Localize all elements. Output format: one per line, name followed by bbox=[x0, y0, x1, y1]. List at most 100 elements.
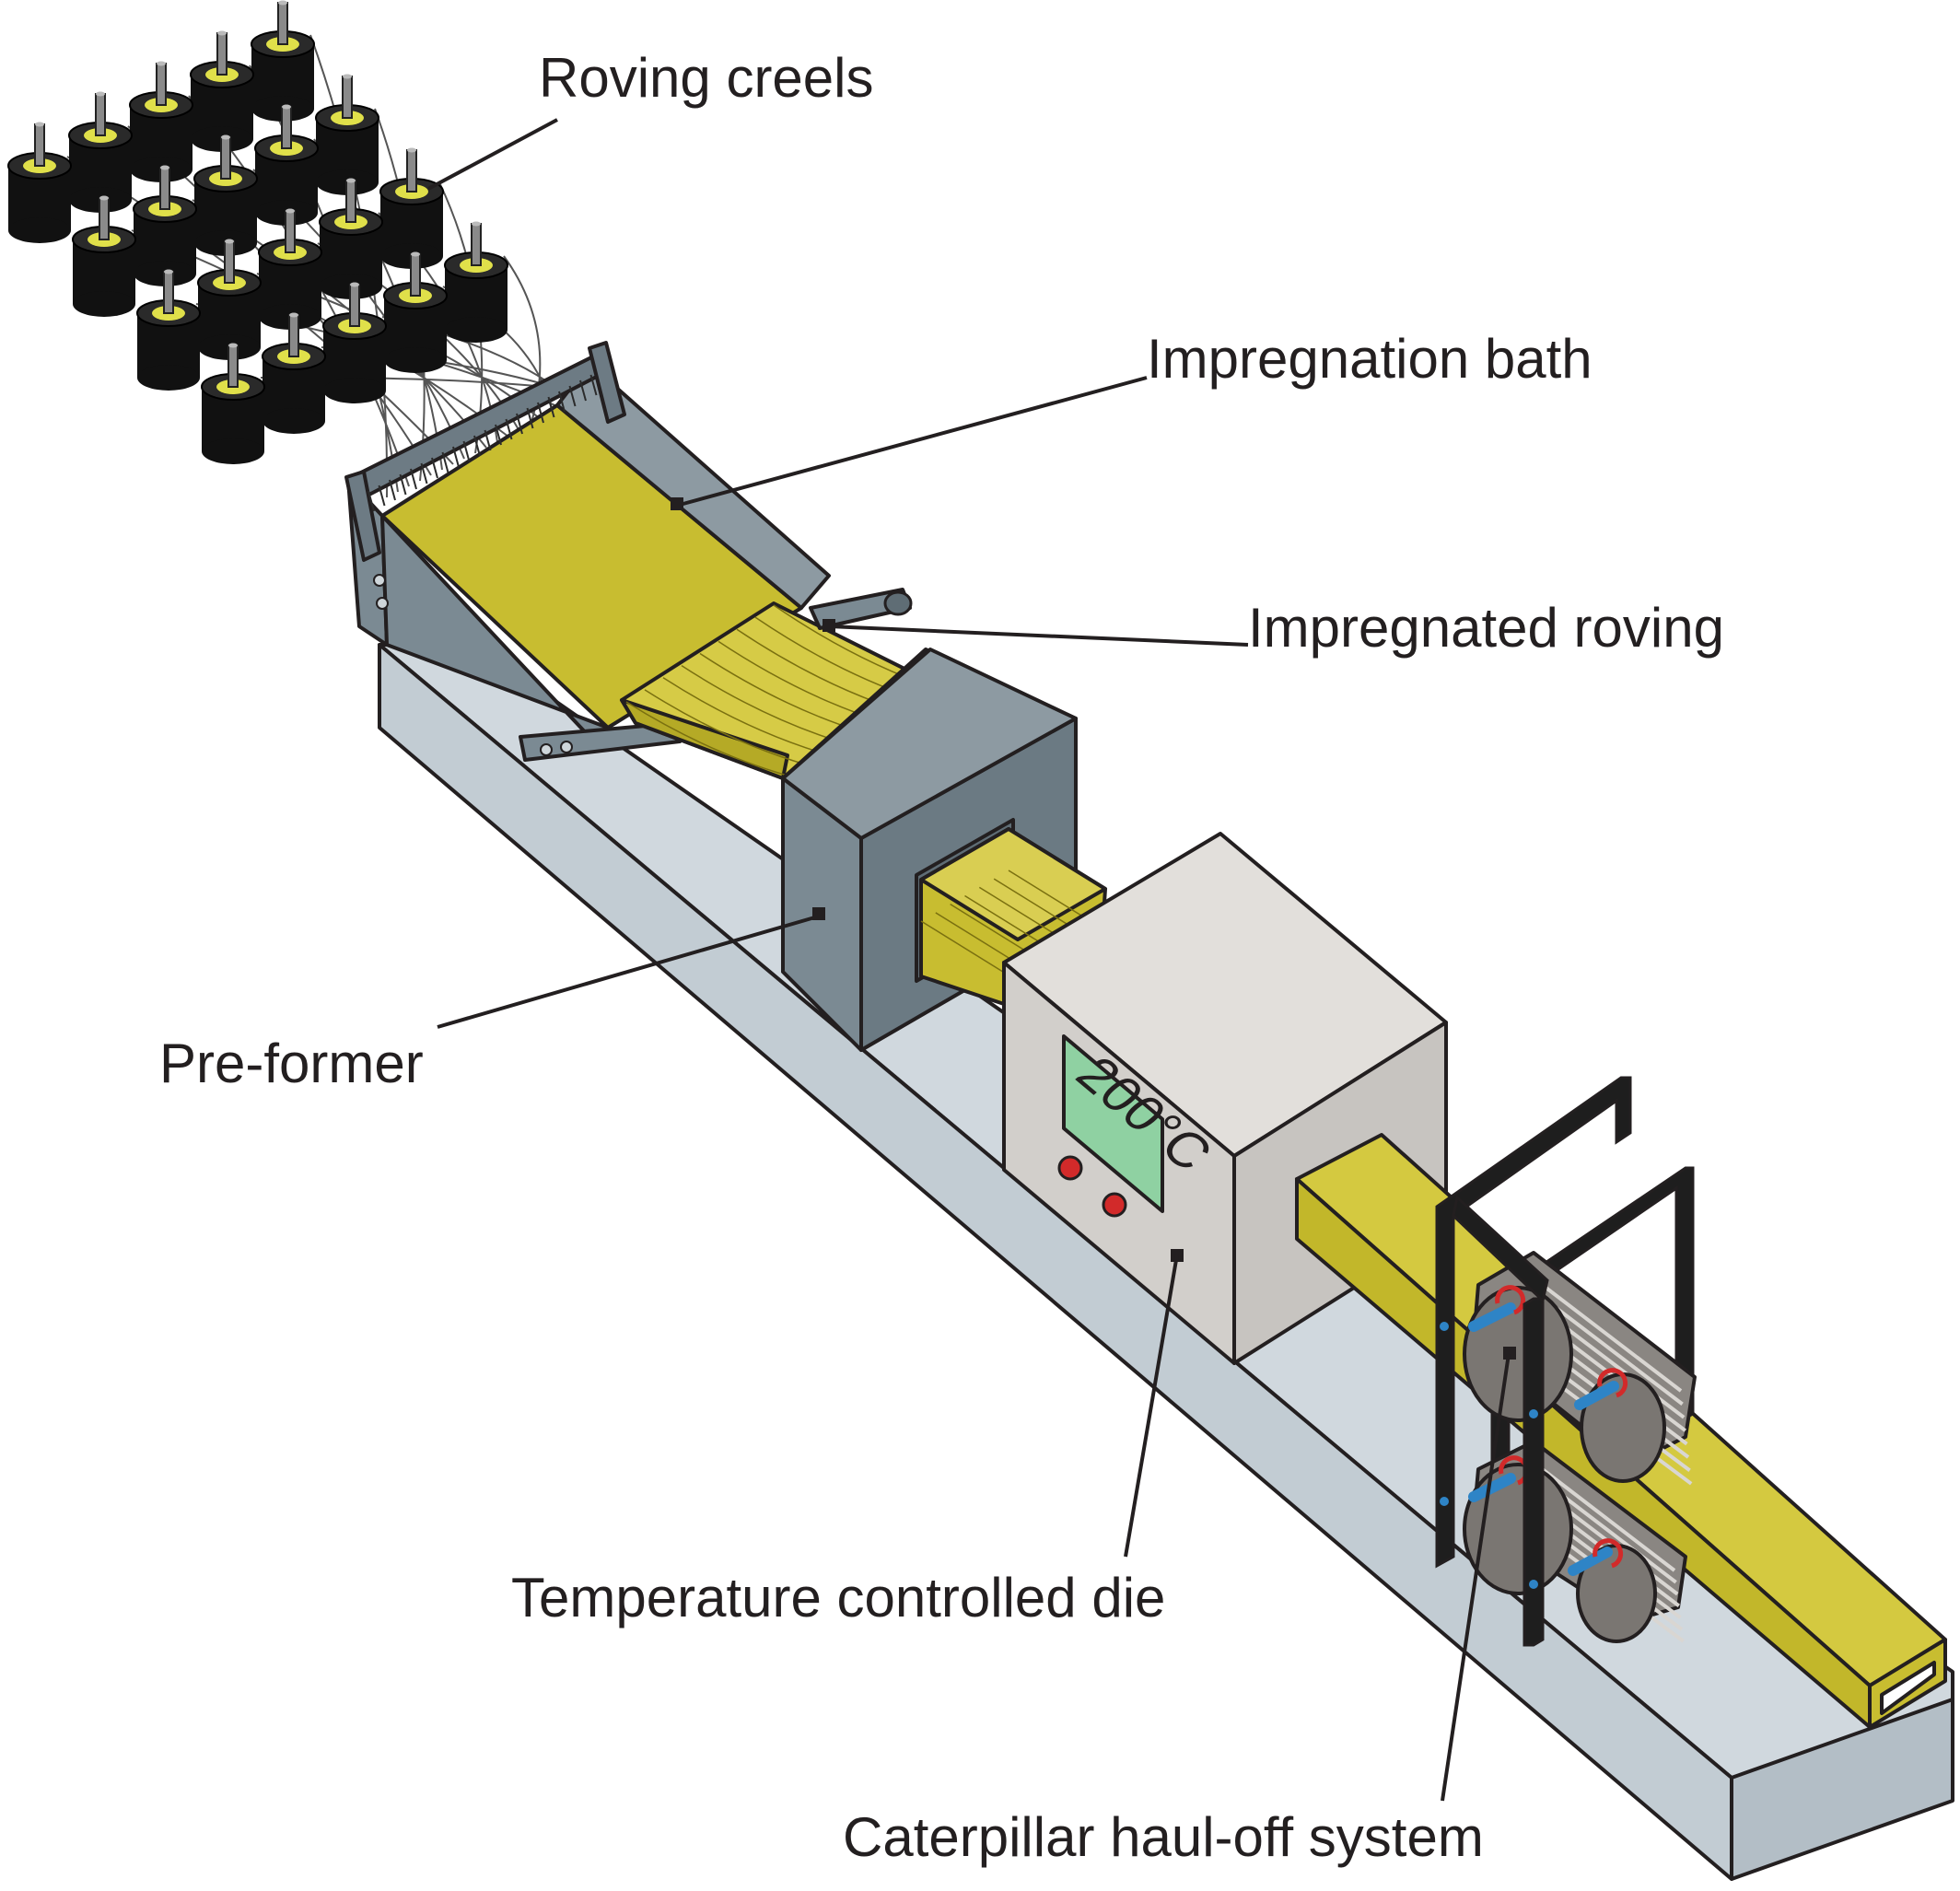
spool-pin bbox=[163, 271, 174, 314]
leader-roving-creels bbox=[427, 118, 558, 191]
roller-ridge bbox=[1537, 1293, 1684, 1406]
spool bbox=[322, 282, 387, 403]
roller-ridge bbox=[1534, 1463, 1676, 1572]
roving-compacted-top bbox=[919, 827, 1107, 941]
spool-bottom bbox=[445, 317, 508, 343]
spool bbox=[319, 178, 383, 299]
comb-post-left bbox=[344, 470, 381, 562]
spool bbox=[254, 104, 319, 226]
lower-axle-2 bbox=[1568, 1547, 1613, 1576]
spool-bottom bbox=[137, 365, 200, 391]
spool bbox=[72, 195, 136, 317]
spool-pin-top bbox=[472, 221, 481, 227]
spool-pin-top bbox=[346, 178, 356, 183]
spool-pin bbox=[216, 32, 228, 76]
spool-pin-top bbox=[157, 61, 166, 66]
spool-pin bbox=[285, 210, 296, 253]
comb-tooth bbox=[568, 385, 577, 407]
fibre-line bbox=[662, 677, 825, 754]
comb-tooth bbox=[558, 391, 566, 413]
spool-pin-top bbox=[221, 134, 230, 140]
comb-post-right bbox=[588, 341, 626, 424]
frame-bolt bbox=[1529, 1580, 1538, 1589]
comb-tooth bbox=[526, 407, 534, 429]
leader-lines bbox=[427, 118, 1511, 1802]
spool bbox=[201, 343, 265, 464]
comb-tooth bbox=[473, 435, 481, 457]
spool bbox=[190, 30, 254, 152]
haul-frame-front-right bbox=[1522, 1297, 1545, 1647]
haul-marker bbox=[1503, 1347, 1516, 1360]
comb-tooth bbox=[441, 451, 449, 473]
comb-tooth bbox=[462, 440, 471, 462]
comb-tooth bbox=[399, 473, 407, 496]
spool-pin bbox=[224, 240, 235, 284]
spool bbox=[7, 122, 72, 243]
fibre-line bbox=[681, 664, 844, 744]
spool-pin bbox=[228, 344, 239, 388]
pre-former bbox=[781, 648, 1107, 1052]
marker-impregnation-bath bbox=[671, 497, 683, 510]
spool-pin bbox=[156, 63, 167, 106]
label-roving-creels: Roving creels bbox=[539, 47, 874, 109]
spool-pin bbox=[288, 314, 299, 357]
spool bbox=[315, 74, 379, 195]
upper-axle-2 bbox=[1574, 1381, 1619, 1410]
lower-axle-1 bbox=[1468, 1473, 1516, 1502]
spool bbox=[258, 208, 322, 330]
base-end bbox=[1730, 1698, 1954, 1881]
spool-bottom bbox=[262, 408, 325, 434]
spool-pin bbox=[410, 253, 421, 297]
spool-pin bbox=[99, 197, 110, 240]
comb-tooth bbox=[537, 402, 544, 424]
spool bbox=[379, 147, 444, 269]
spool-pin bbox=[220, 136, 231, 180]
die-knob-2[interactable] bbox=[1102, 1192, 1127, 1218]
die-knob-1[interactable] bbox=[1057, 1155, 1083, 1181]
label-caterpillar-haul-off: Caterpillar haul-off system bbox=[843, 1806, 1484, 1868]
spool bbox=[129, 61, 193, 182]
label-temperature-controlled-die: Temperature controlled die bbox=[511, 1567, 1165, 1628]
squeeze-bar-end bbox=[883, 590, 913, 616]
leader-impregnated-roving bbox=[828, 624, 1249, 647]
comb-tooth bbox=[484, 429, 492, 451]
comb-tooth bbox=[389, 479, 396, 501]
fibre-line bbox=[920, 920, 1019, 982]
fibre-line bbox=[644, 689, 807, 765]
upper-axle-1 bbox=[1468, 1302, 1516, 1332]
label-impregnated-roving: Impregnated roving bbox=[1248, 597, 1724, 659]
spool-pin-top bbox=[35, 122, 44, 127]
spool bbox=[193, 134, 258, 256]
comb-tooth bbox=[516, 413, 523, 435]
spool-bottom bbox=[73, 291, 135, 317]
spool-pin bbox=[345, 180, 356, 223]
label-pre-former: Pre-former bbox=[159, 1033, 424, 1094]
spool bbox=[136, 269, 201, 391]
comb-tooth bbox=[589, 374, 598, 396]
preformer-top bbox=[781, 648, 1078, 840]
frame-bolt bbox=[1440, 1497, 1449, 1506]
fibre-line bbox=[625, 701, 788, 776]
die-display bbox=[1062, 1034, 1164, 1213]
roving-creels bbox=[7, 0, 508, 464]
spool bbox=[251, 0, 315, 122]
bath-bolt-1 bbox=[373, 574, 386, 587]
spool-pin-top bbox=[225, 239, 234, 244]
leader-haul-off bbox=[1441, 1353, 1511, 1802]
haul-frame-front-top bbox=[1452, 1195, 1549, 1303]
leader-pre-former bbox=[437, 915, 819, 1029]
comb-tooth bbox=[579, 379, 587, 402]
comb-tooth bbox=[420, 462, 428, 484]
comb-tooth bbox=[431, 457, 438, 479]
leader-impregnation-bath bbox=[679, 376, 1148, 507]
roller-ridge bbox=[1534, 1278, 1683, 1393]
haul-frame-front-left bbox=[1435, 1076, 1632, 1569]
spool-pin-top bbox=[228, 343, 238, 348]
spool bbox=[444, 221, 508, 343]
rotation-arrow-icon bbox=[1592, 1538, 1624, 1569]
spool bbox=[68, 91, 133, 213]
spool-pin-top bbox=[282, 104, 291, 110]
marker-impregnated-roving bbox=[822, 619, 835, 632]
spool-pin bbox=[281, 106, 292, 149]
